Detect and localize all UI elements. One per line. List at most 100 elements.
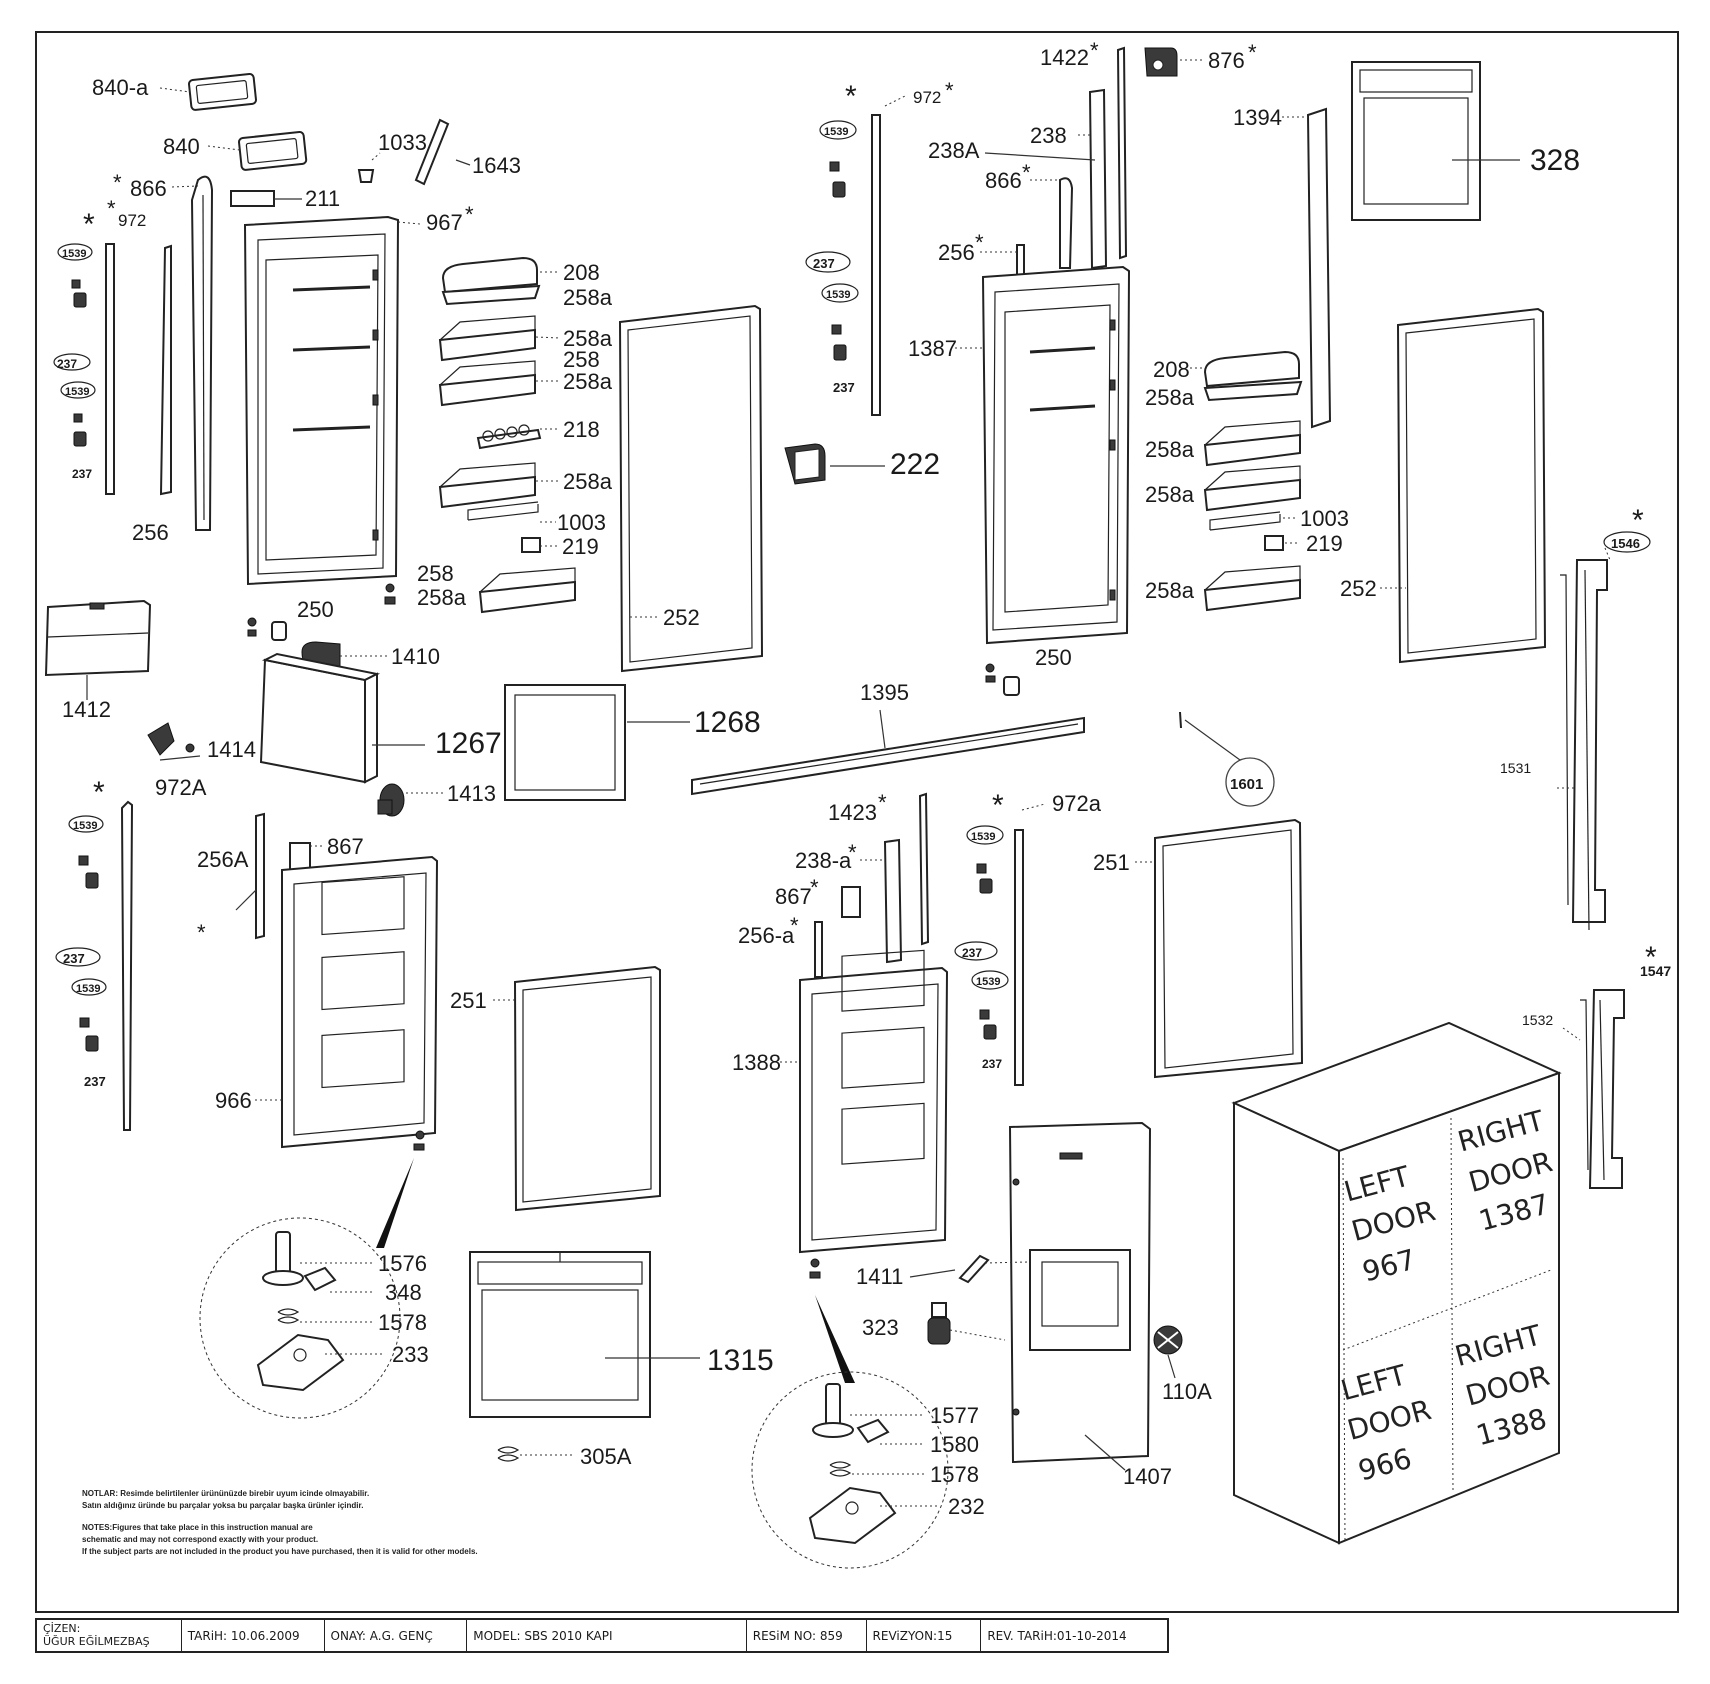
callout-258a-1: 258a xyxy=(563,285,613,310)
rail-1003 xyxy=(467,501,539,521)
callout-232: 232 xyxy=(948,1494,985,1519)
handle-1531 xyxy=(1560,559,1608,931)
callout-1315: 1315 xyxy=(707,1344,774,1377)
star-1423: * xyxy=(878,790,887,815)
part-211 xyxy=(230,190,275,207)
knob-1413 xyxy=(377,783,405,817)
callout-237-c: 237 xyxy=(63,951,85,966)
part-256A xyxy=(255,812,265,940)
box-1412 xyxy=(44,599,152,677)
part-972-right xyxy=(871,114,881,416)
screw-1601 xyxy=(1179,711,1275,807)
callout-218: 218 xyxy=(563,417,600,442)
bin-258a-4 xyxy=(438,462,536,509)
handle-1532 xyxy=(1580,989,1625,1189)
callout-237-f: 237 xyxy=(833,380,855,395)
drawer-328 xyxy=(1351,61,1481,221)
callout-1394: 1394 xyxy=(1233,105,1282,130)
callout-237-a: 237 xyxy=(57,357,77,371)
callout-1539-h: 1539 xyxy=(976,976,1000,988)
callout-250: 250 xyxy=(297,597,334,622)
callout-256a: 256-a xyxy=(738,923,795,948)
title-drawn-name: ÜĞUR EĞİLMEZBAŞ xyxy=(43,1634,150,1648)
callout-237-d: 237 xyxy=(84,1074,106,1089)
callout-1547: 1547 xyxy=(1640,963,1671,979)
star-1546: * xyxy=(1632,504,1644,537)
callout-258a-3: 258a xyxy=(563,369,613,394)
title-drawing-no: RESiM NO: 859 xyxy=(747,1620,867,1651)
callout-208-right: 208 xyxy=(1153,357,1190,382)
callout-1576: 1576 xyxy=(378,1251,427,1276)
callout-1003-right: 1003 xyxy=(1300,506,1349,531)
callout-1003: 1003 xyxy=(557,510,606,535)
star-866-right: * xyxy=(1022,160,1031,185)
callout-1267: 1267 xyxy=(435,727,502,760)
door-1267 xyxy=(259,652,381,784)
title-drawn-label: ÇİZEN: xyxy=(43,1621,81,1635)
star-876: * xyxy=(1248,40,1257,65)
gasket-252-left xyxy=(618,304,764,673)
callout-1412: 1412 xyxy=(62,697,111,722)
callout-1578-b: 1578 xyxy=(930,1462,979,1487)
note-en-2: schematic and may not correspond exactly… xyxy=(82,1535,318,1544)
hinge-pin-right xyxy=(985,663,1020,696)
callout-1539-d: 1539 xyxy=(76,983,100,995)
star-972a: * xyxy=(83,208,95,241)
callout-1387: 1387 xyxy=(908,336,957,361)
callout-256-right: 256 xyxy=(938,240,975,265)
callout-238a: 238-a xyxy=(795,848,852,873)
part-1033 xyxy=(357,169,375,183)
callout-1411: 1411 xyxy=(856,1264,903,1289)
callout-1601: 1601 xyxy=(1230,776,1263,793)
hinge-pin-left xyxy=(247,583,396,641)
callout-258a-2: 258a xyxy=(563,326,613,351)
callout-1422: 1422 xyxy=(1040,45,1089,70)
callout-1388: 1388 xyxy=(732,1050,781,1075)
callout-1410: 1410 xyxy=(391,644,440,669)
callout-237-b: 237 xyxy=(72,467,92,481)
title-model: MODEL: SBS 2010 KAPI xyxy=(467,1620,747,1651)
note-en-3: If the subject parts are not included in… xyxy=(82,1547,478,1556)
callout-1539-e: 1539 xyxy=(824,126,848,138)
callout-323: 323 xyxy=(862,1315,899,1340)
rail-1003-right xyxy=(1209,511,1281,531)
egg-tray-218 xyxy=(476,424,542,450)
callout-1033: 1033 xyxy=(378,130,427,155)
hinge-detail-left xyxy=(199,1130,425,1419)
part-323 xyxy=(927,1302,951,1345)
star-967: * xyxy=(465,202,474,227)
note-tr-1: NOTLAR: Resimde belirtilenler ürününüzde… xyxy=(82,1489,369,1498)
callout-866-right: 866 xyxy=(985,168,1022,193)
note-en-1: NOTES:Figures that take place in this in… xyxy=(82,1523,313,1532)
part-840 xyxy=(238,131,308,171)
screw-spring-set-c: 1539 237 1539 237 xyxy=(805,120,859,395)
callout-966: 966 xyxy=(215,1088,252,1113)
callout-237-h: 237 xyxy=(982,1057,1002,1071)
star-256-right: * xyxy=(975,230,984,255)
star-1547: * xyxy=(1645,941,1657,974)
callout-251-right: 251 xyxy=(1093,850,1130,875)
door-967 xyxy=(243,215,400,586)
bin-258a-r3 xyxy=(1203,465,1301,512)
callout-238: 238 xyxy=(1030,123,1067,148)
valve-110A xyxy=(1153,1325,1183,1355)
part-1643 xyxy=(414,118,450,186)
bin-258a-5 xyxy=(478,567,576,614)
callout-219: 219 xyxy=(562,534,599,559)
callout-1539-g: 1539 xyxy=(971,831,995,843)
callout-238A: 238A xyxy=(928,138,980,163)
star-972a-right: * xyxy=(992,789,1004,822)
star-256A: * xyxy=(197,920,206,945)
screw-spring-set-a: 1539 237 1539 237 xyxy=(53,243,96,481)
part-1411 xyxy=(958,1254,990,1284)
door-966 xyxy=(281,855,439,1149)
callout-258-b: 258 xyxy=(417,561,454,586)
callout-876: 876 xyxy=(1208,48,1245,73)
callout-219-right: 219 xyxy=(1306,531,1343,556)
part-866-right xyxy=(1059,177,1074,269)
spring-305A xyxy=(497,1446,520,1462)
handle-222 xyxy=(784,443,826,485)
star-972A: * xyxy=(93,776,105,809)
callout-840: 840 xyxy=(163,134,200,159)
callout-1413: 1413 xyxy=(447,781,496,806)
